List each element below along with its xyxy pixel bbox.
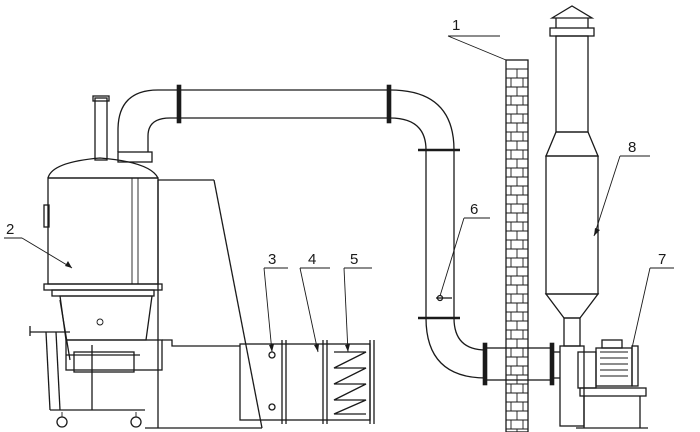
air-handling-cabinet — [145, 179, 375, 429]
fluid-bed-dryer — [43, 95, 163, 373]
label-filter-section: 4 — [308, 251, 316, 268]
leader-arrows — [65, 228, 600, 352]
label-damper: 6 — [470, 201, 478, 218]
component-labels: 1 2 3 4 5 6 7 8 — [6, 17, 666, 268]
heater-coil — [333, 351, 367, 415]
label-cyclone-separator: 8 — [628, 139, 636, 156]
inlet-port-upper — [268, 351, 276, 359]
fan-motor — [576, 339, 648, 429]
cyclone-separator — [544, 5, 600, 427]
leader-lines — [4, 35, 674, 353]
label-wall: 1 — [452, 17, 460, 34]
label-air-inlet: 3 — [268, 251, 276, 268]
brick-wall — [505, 59, 529, 432]
inlet-port-lower — [268, 403, 276, 411]
exhaust-piping — [117, 84, 560, 386]
label-fan-motor: 7 — [658, 251, 666, 268]
label-fluid-bed-dryer: 2 — [6, 221, 14, 238]
label-heater: 5 — [350, 251, 358, 268]
material-trolley — [29, 299, 145, 428]
